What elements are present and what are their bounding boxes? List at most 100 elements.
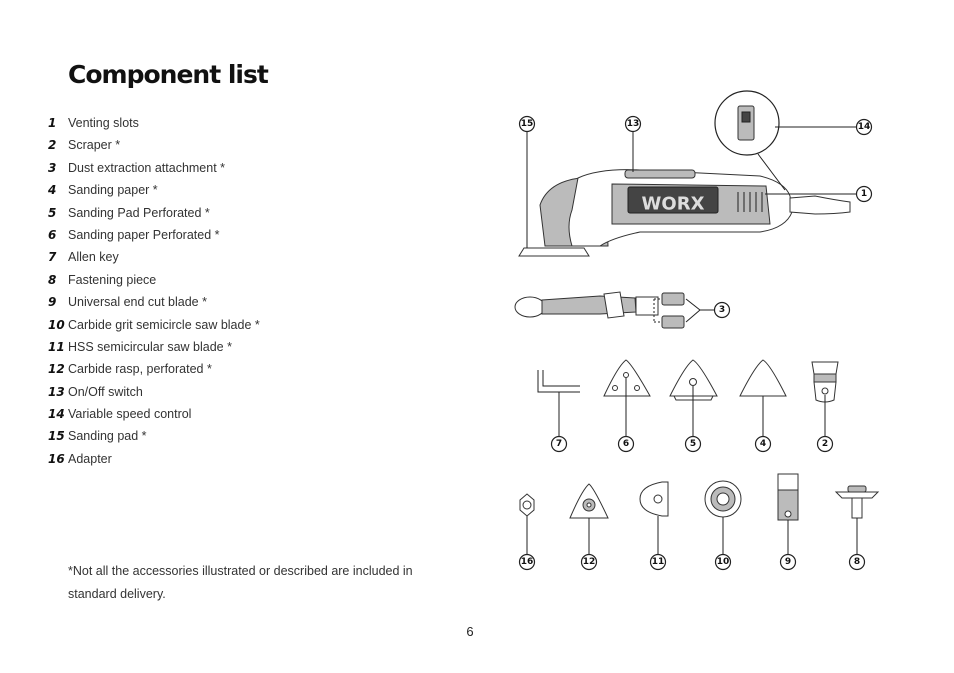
- perforated-sanding-pad-drawing: [669, 359, 718, 437]
- brand-logo: WORX: [642, 194, 705, 215]
- list-item: 7 Allen key: [48, 246, 260, 268]
- item-label: HSS semicircular saw blade *: [68, 339, 232, 354]
- item-number: 16: [48, 451, 65, 466]
- item-label: Universal end cut blade *: [68, 295, 207, 310]
- svg-text:4: 4: [760, 439, 766, 449]
- item-number: 10: [48, 317, 65, 332]
- item-number: 7: [48, 250, 57, 265]
- carbide-rasp-drawing: [569, 483, 609, 555]
- svg-text:15: 15: [521, 119, 534, 129]
- svg-text:8: 8: [854, 557, 860, 567]
- item-number: 2: [48, 138, 57, 153]
- item-label: Scraper *: [68, 138, 121, 153]
- power-cord: [789, 195, 851, 215]
- item-number: 14: [48, 407, 65, 422]
- list-item: 8 Fastening piece: [48, 269, 260, 291]
- item-label: Variable speed control: [68, 407, 192, 422]
- item-number: 12: [48, 362, 65, 377]
- callout-12: 12: [580, 553, 598, 571]
- callout-7: 7: [550, 435, 568, 453]
- svg-text:5: 5: [690, 439, 696, 449]
- fastening-piece-drawing: [834, 485, 880, 555]
- svg-text:14: 14: [858, 122, 871, 132]
- callout-10: 10: [714, 553, 732, 571]
- item-number: 13: [48, 384, 65, 399]
- item-number: 3: [48, 160, 57, 175]
- svg-text:11: 11: [652, 557, 665, 567]
- speed-dial-detail: [737, 105, 755, 141]
- item-label: Sanding paper Perforated *: [68, 227, 220, 242]
- scraper-drawing: [811, 361, 839, 437]
- svg-text:1: 1: [861, 189, 867, 199]
- brand-plate: [627, 186, 719, 214]
- item-label: Sanding Pad Perforated *: [68, 205, 210, 220]
- callout-15: 15: [518, 115, 536, 133]
- callout-11: 11: [649, 553, 667, 571]
- list-item: 5 Sanding Pad Perforated *: [48, 202, 260, 224]
- item-number: 4: [48, 183, 57, 198]
- callout-6: 6: [617, 435, 635, 453]
- list-item: 6 Sanding paper Perforated *: [48, 224, 260, 246]
- item-label: Allen key: [68, 250, 119, 265]
- callout-9: 9: [779, 553, 797, 571]
- page-title: Component list: [68, 60, 269, 89]
- venting-slots: [737, 192, 763, 212]
- svg-text:3: 3: [719, 305, 725, 315]
- adapter-drawing: [519, 493, 535, 555]
- callout-14: 14: [855, 118, 873, 136]
- hss-saw-blade-drawing: [639, 481, 669, 555]
- svg-text:10: 10: [717, 557, 730, 567]
- svg-text:2: 2: [822, 439, 828, 449]
- on-off-switch: [624, 169, 696, 179]
- list-item: 9 Universal end cut blade *: [48, 291, 260, 313]
- item-label: Fastening piece: [68, 272, 157, 287]
- item-number: 9: [48, 295, 57, 310]
- dust-extraction-drawing: [514, 291, 715, 329]
- callout-8: 8: [848, 553, 866, 571]
- callout-5: 5: [684, 435, 702, 453]
- callout-13: 13: [624, 115, 642, 133]
- item-number: 15: [48, 429, 65, 444]
- item-label: Venting slots: [68, 116, 139, 130]
- item-number: 8: [48, 272, 57, 287]
- callout-4: 4: [754, 435, 772, 453]
- svg-text:7: 7: [556, 439, 562, 449]
- item-label: Carbide rasp, perforated *: [68, 362, 212, 377]
- list-item: 4 Sanding paper *: [48, 179, 260, 201]
- carbide-grit-saw-blade-drawing: [704, 480, 742, 555]
- sanding-paper-drawing: [739, 359, 787, 437]
- svg-text:12: 12: [583, 557, 596, 567]
- svg-text:13: 13: [627, 119, 640, 129]
- end-cut-blade-drawing: [777, 473, 799, 555]
- callout-2: 2: [816, 435, 834, 453]
- item-number: 6: [48, 227, 57, 242]
- svg-text:9: 9: [785, 557, 791, 567]
- footnote: *Not all the accessories illustrated or …: [68, 564, 413, 601]
- sanding-pad-icon: [518, 247, 590, 257]
- item-label: Dust extraction attachment *: [68, 160, 226, 175]
- item-label: Carbide grit semicircle saw blade *: [68, 317, 260, 332]
- speed-dial-knob: [741, 111, 751, 123]
- perforated-sanding-paper-drawing: [603, 359, 651, 437]
- allen-key-drawing: [537, 370, 580, 437]
- item-label: Sanding pad *: [68, 429, 147, 444]
- svg-text:6: 6: [623, 439, 629, 449]
- list-item: 2 Scraper *: [48, 134, 260, 156]
- list-item: 3 Dust extraction attachment *: [48, 157, 260, 179]
- callout-1: 1: [855, 185, 873, 203]
- item-label: Sanding paper *: [68, 183, 158, 198]
- page-number: 6: [466, 624, 474, 639]
- callout-3: 3: [713, 301, 731, 319]
- item-number: 5: [48, 205, 57, 220]
- multi-tool-drawing: WORX: [518, 90, 851, 257]
- item-label: On/Off switch: [68, 384, 143, 399]
